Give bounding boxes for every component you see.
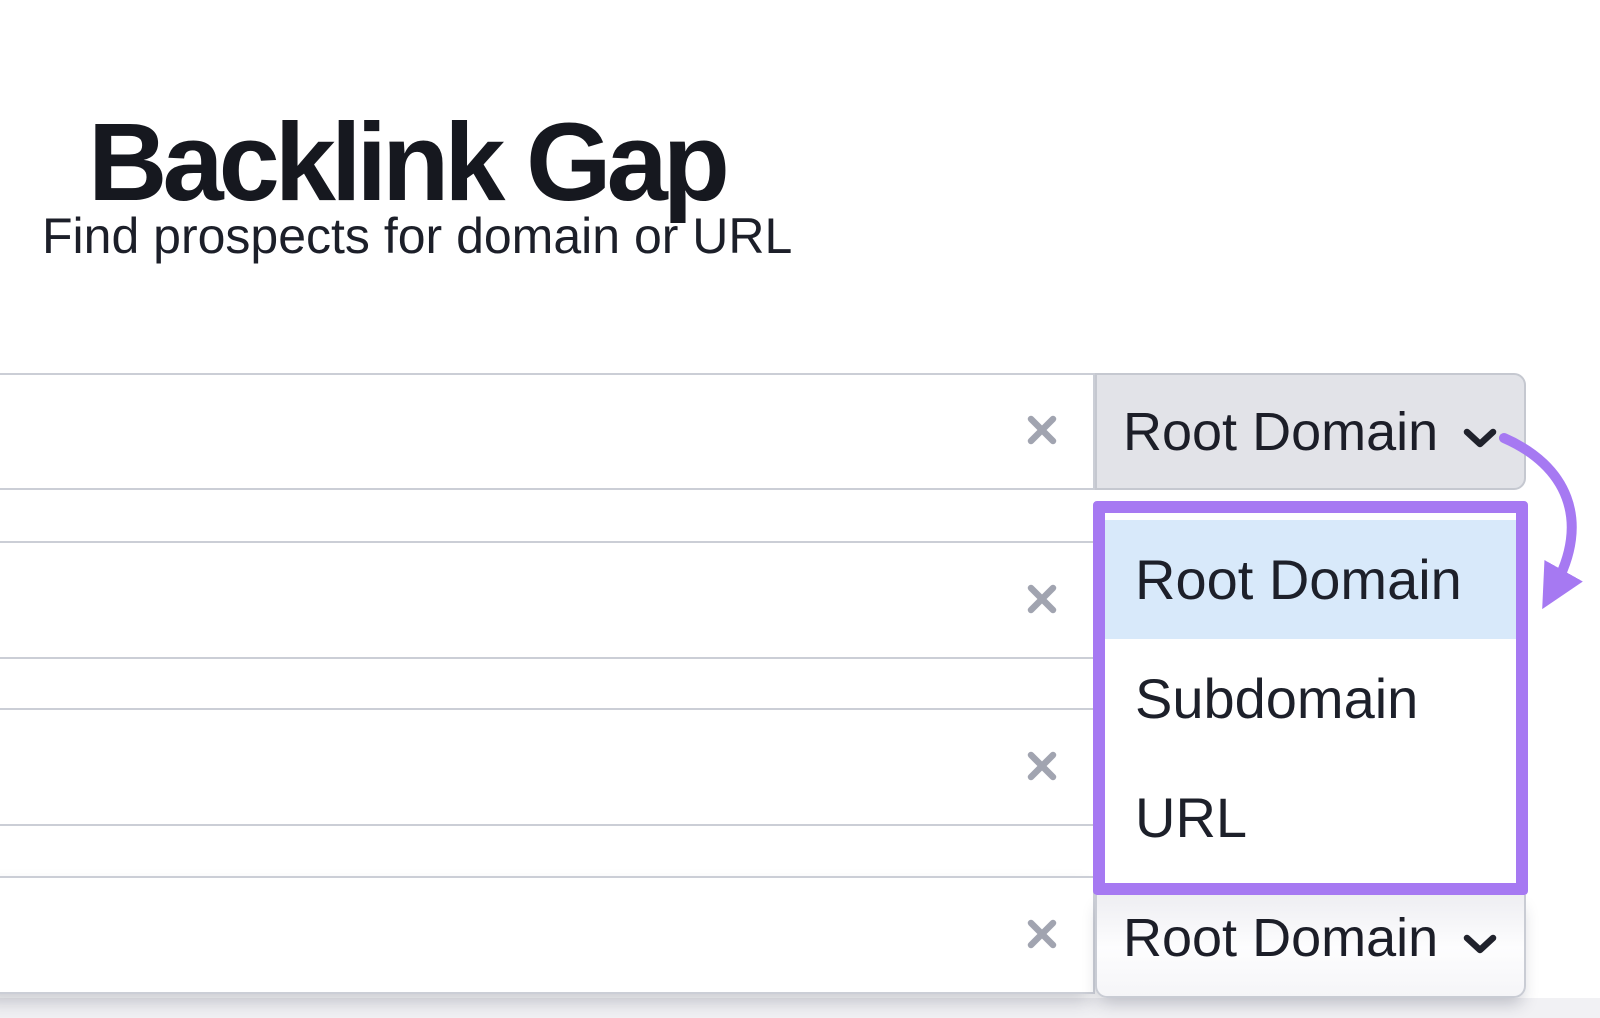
- clear-input-button[interactable]: [1024, 414, 1060, 450]
- x-icon: [1025, 917, 1059, 954]
- page-subtitle: Find prospects for domain or URL: [42, 208, 793, 264]
- clear-input-button[interactable]: [1024, 749, 1060, 785]
- x-icon: [1025, 582, 1059, 619]
- chevron-down-icon: [1463, 907, 1497, 969]
- domain-input-3[interactable]: [0, 708, 1095, 826]
- clear-input-button[interactable]: [1024, 582, 1060, 618]
- dropdown-option-subdomain[interactable]: Subdomain: [1135, 667, 1419, 730]
- scope-selector-label: Root Domain: [1123, 401, 1439, 462]
- scope-selector-label: Root Domain: [1123, 907, 1439, 968]
- domain-input-2[interactable]: [0, 541, 1095, 659]
- scope-dropdown-menu: Root Domain Subdomain URL: [1093, 501, 1528, 895]
- page-title: Backlink Gap: [88, 100, 730, 224]
- page-background-strip: [0, 998, 1600, 1018]
- domain-input-4[interactable]: [0, 876, 1095, 994]
- domain-input-1[interactable]: [0, 373, 1095, 490]
- clear-input-button[interactable]: [1024, 917, 1060, 953]
- x-icon: [1025, 413, 1059, 450]
- x-icon: [1025, 749, 1059, 786]
- dropdown-option-root-domain[interactable]: Root Domain: [1105, 520, 1516, 639]
- scope-selector-button[interactable]: Root Domain: [1095, 373, 1526, 490]
- scope-selector-button[interactable]: Root Domain: [1095, 895, 1526, 998]
- dropdown-option-url[interactable]: URL: [1135, 786, 1248, 849]
- chevron-down-icon: [1463, 401, 1497, 463]
